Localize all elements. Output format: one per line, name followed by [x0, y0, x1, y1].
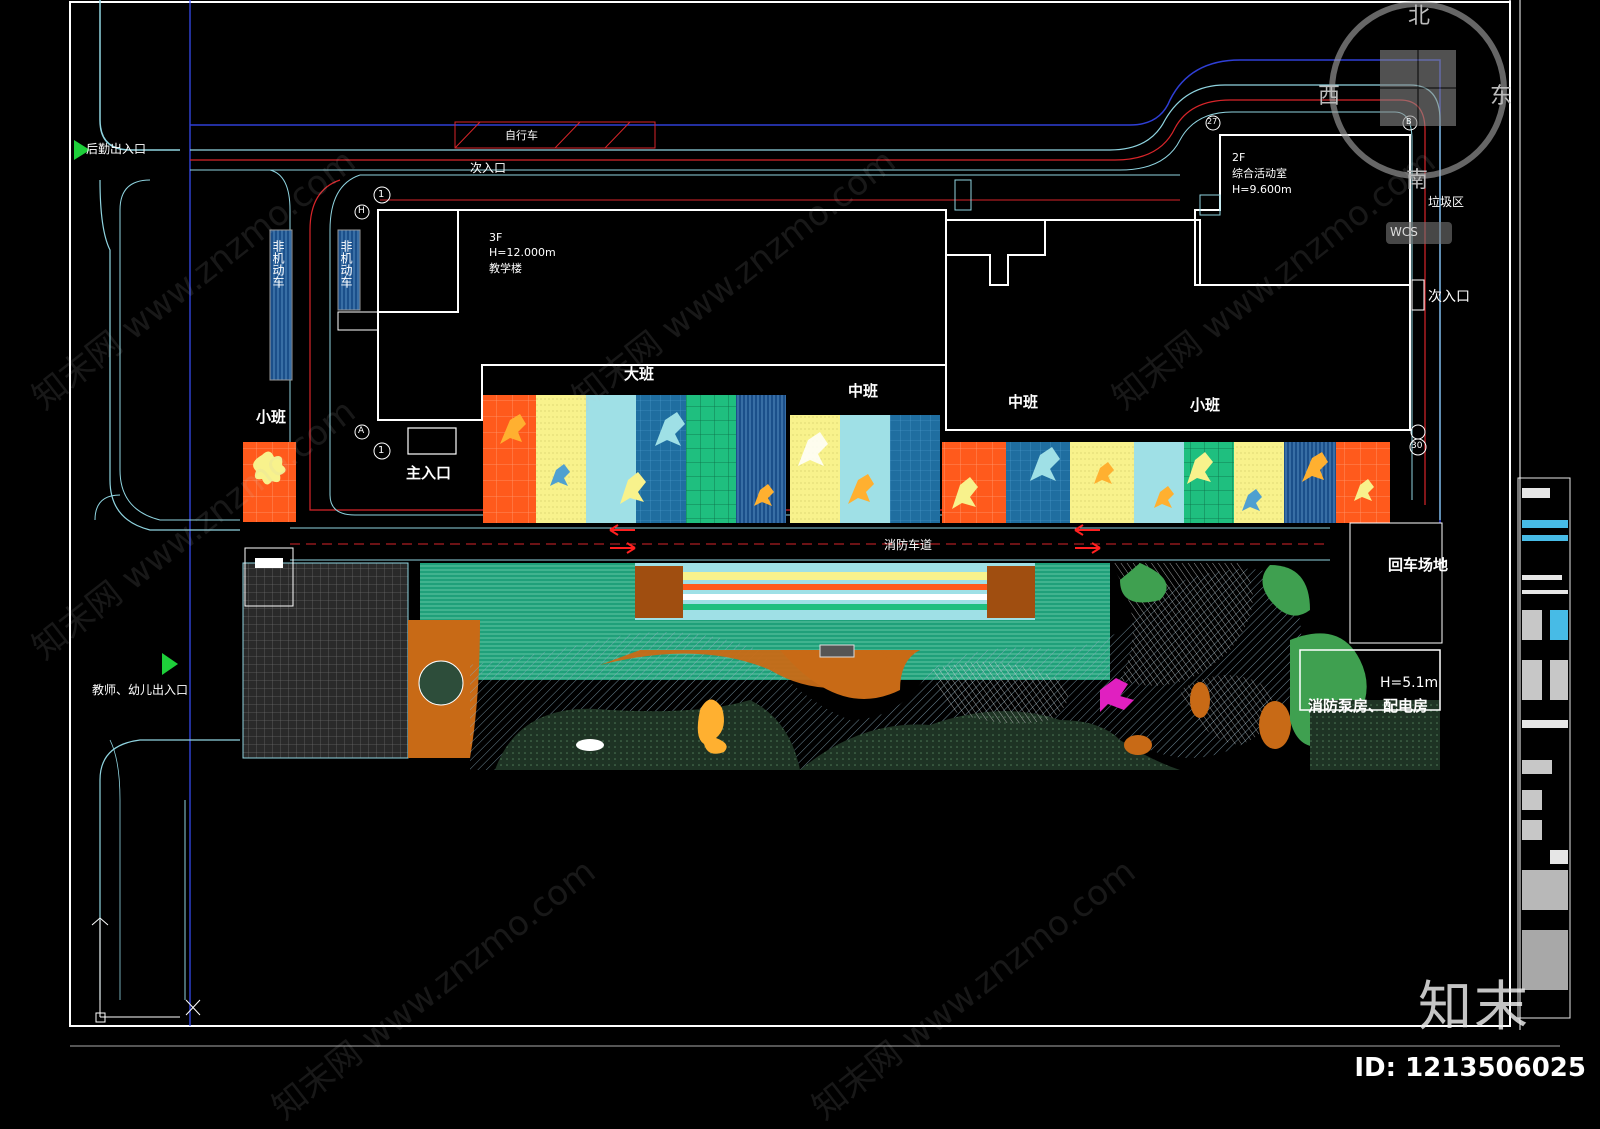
class-middle-2-label: 中班 [1008, 393, 1039, 411]
turnaround-label: 回车场地 [1388, 556, 1449, 574]
secondary-entrance-right-label: 次入口 [1428, 289, 1470, 305]
wcs-badge[interactable]: WCS [1390, 225, 1418, 239]
fire-lane-label: 消防车道 [884, 538, 933, 552]
class-large-label: 大班 [624, 365, 655, 383]
image-id-label: ID: 1213506025 [1354, 1053, 1586, 1083]
bike-parking-label: 自行车 [505, 129, 538, 142]
class-middle-1-label: 中班 [848, 382, 879, 400]
axis-30: 30 [1411, 441, 1423, 451]
compass-west: 西 [1318, 84, 1341, 109]
axis-27: 27 [1207, 117, 1218, 126]
teacher-child-entrance-label: 教师、幼儿出入口 [92, 683, 189, 697]
axis-1-top: 1 [378, 189, 385, 200]
garden-landscape [408, 563, 1440, 770]
main-entrance-label: 主入口 [406, 464, 452, 482]
building-main-height: H=12.000m [489, 246, 556, 259]
compass-east: 东 [1490, 84, 1513, 109]
building-main-floors: 3F [489, 231, 503, 244]
navigation-compass [1329, 1, 1507, 244]
axis-a: A [358, 426, 365, 436]
axis-h: H [358, 206, 365, 216]
rear-entrance-label: 后勤出入口 [86, 142, 147, 156]
building-ne-name: 综合活动室 [1232, 167, 1287, 180]
building-ne-height: H=9.600m [1232, 183, 1292, 196]
bike-parking-shed [454, 121, 656, 149]
building-main-name: 教学楼 [489, 262, 522, 275]
cad-viewport[interactable] [0, 0, 1600, 1103]
class-small-left-label: 小班 [256, 408, 287, 426]
parking-right-label: 非机动车 [339, 240, 353, 288]
pump-room-label: 消防泵房、配电房 [1308, 697, 1429, 715]
play-strips [483, 395, 1390, 523]
class-small-right-label: 小班 [1190, 396, 1221, 414]
site-plan-drawing [69, 0, 1571, 1047]
compass-north: 北 [1408, 4, 1431, 29]
parking-left-label: 非机动车 [271, 240, 285, 288]
axis-1-bottom: 1 [378, 445, 385, 456]
garbage-label: 垃圾区 [1428, 195, 1465, 209]
compass-south: 南 [1406, 168, 1429, 193]
brand-watermark: 知末 [1418, 975, 1530, 1038]
pump-room-height: H=5.1m [1380, 675, 1439, 691]
axis-b: B [1406, 117, 1412, 126]
secondary-entrance-top-label: 次入口 [470, 161, 507, 175]
building-ne-floors: 2F [1232, 151, 1246, 164]
title-block [1517, 477, 1571, 1019]
